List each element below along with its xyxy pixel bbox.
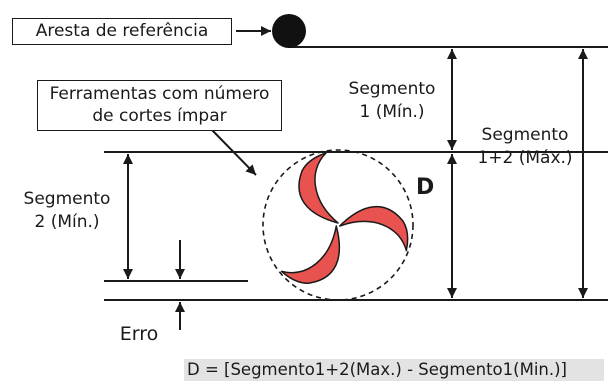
cutter-diameter-circle	[262, 149, 414, 301]
cutter-blade	[280, 225, 341, 284]
cutter-blade	[338, 205, 409, 252]
tool-label-arrow	[211, 129, 257, 176]
segment12-label-line2: 1+2 (Máx.)	[477, 148, 573, 168]
tool-label-line2: de cortes ímpar	[92, 106, 227, 126]
reference-point	[272, 14, 306, 48]
tool-label-line1: Ferramentas com número	[49, 84, 270, 104]
reference-edge-box	[12, 18, 232, 45]
cutter-blade	[298, 152, 339, 224]
formula-text: D = [Segmento1+2(Max.) - Segmento1(Min.)…	[184, 359, 604, 381]
diameter-label: D	[416, 175, 435, 200]
segment2-label-line1: Segmento	[23, 189, 111, 209]
segment12-label-line1: Segmento	[481, 125, 569, 145]
tool-label-box	[37, 80, 282, 131]
segment2-label-line2: 2 (Mín.)	[34, 212, 100, 232]
segment1-label-line2: 1 (Mín.)	[359, 102, 425, 122]
reference-edge-label: Aresta de referência	[35, 21, 209, 41]
segment1-label-line1: Segmento	[348, 79, 436, 99]
error-label: Erro	[119, 323, 159, 345]
three-flute-cutter	[280, 152, 409, 284]
